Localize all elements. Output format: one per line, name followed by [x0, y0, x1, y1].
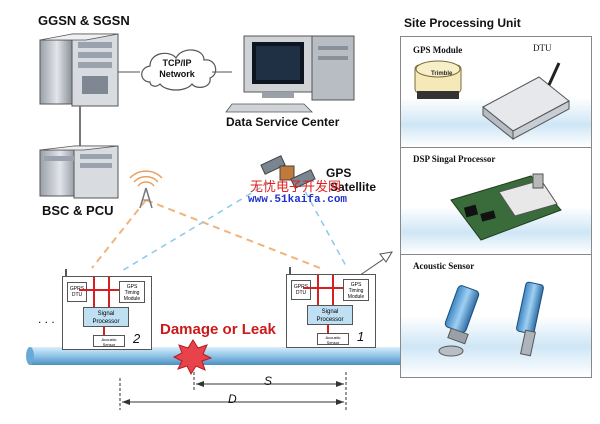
gps-satellite-icon — [260, 155, 316, 189]
site-unit-1: GPRS DTU GPS Timing Module Signal Proces… — [286, 267, 376, 348]
processor-label: Processor — [92, 319, 120, 325]
distance-s-label: S — [264, 374, 273, 388]
dsp-board-photo — [450, 173, 562, 241]
acoustic-section: Acoustic Sensor — [401, 255, 591, 377]
sensor-label: Sensor — [102, 342, 116, 347]
red-link — [303, 287, 343, 289]
acoustic-sensor-box: Acoustic Sensor — [317, 333, 349, 345]
sensor-cylinder-icon — [438, 285, 480, 357]
dsp-label: DSP Singal Processor — [413, 154, 496, 164]
red-link — [317, 275, 319, 305]
unit-antenna-icon — [65, 269, 67, 277]
gps-dtu-photo — [414, 60, 570, 141]
red-link — [79, 289, 119, 291]
gps-dtu-section: GPS Module DTU Trimble — [401, 37, 591, 148]
acoustic-sensor-photo — [438, 281, 544, 357]
red-link — [103, 327, 105, 335]
timing-label: Timing — [124, 290, 140, 296]
unit-antenna-icon — [289, 267, 291, 275]
sensor-label: Sensor — [326, 340, 340, 345]
gps-timing-box: GPS Timing Module — [343, 279, 369, 301]
ellipsis: . . . — [38, 312, 55, 326]
unit-number: 2 — [133, 331, 141, 346]
gps-satellite-label: GPS Satellite — [326, 166, 376, 194]
gps-label: GPS — [350, 282, 362, 288]
dimension-lines — [119, 372, 347, 410]
cloud-label-line2: Network — [159, 69, 195, 79]
acoustic-sensor-box: Acoustic Sensor — [93, 335, 125, 347]
watermark-cn: 无忧电子开发网 — [250, 180, 342, 195]
site-unit-2: GPRS DTU GPS Timing Module Signal Proces… — [62, 269, 152, 350]
processor-label: Processor — [316, 317, 344, 323]
dashed-links — [91, 181, 347, 273]
module-label: Module — [123, 296, 141, 302]
gps-module-label: GPS Module — [413, 45, 463, 55]
bsc-server-icon — [39, 145, 119, 199]
trimble-brand: Trimble — [431, 71, 453, 77]
gprs-label: GPRS — [69, 286, 85, 292]
tcpip-cloud-icon — [141, 49, 217, 91]
computer-icon — [225, 35, 355, 113]
red-link — [332, 275, 334, 305]
gps-satellite-label-line1: GPS — [326, 166, 352, 180]
gps-timing-box: GPS Timing Module — [119, 281, 145, 303]
gprs-label: GPRS — [293, 284, 309, 290]
dtu-label: DTU — [295, 290, 307, 296]
signal-processor-box: Signal Processor — [83, 307, 129, 327]
cloud-label-line1: TCP/IP — [162, 58, 192, 68]
gps-receiver-icon — [414, 60, 462, 99]
leak-burst-icon — [172, 339, 213, 376]
leak-label: Damage or Leak — [160, 321, 276, 338]
gps-satellite-label-line2: Satellite — [330, 180, 377, 194]
cloud-label: TCP/IP Network — [157, 58, 197, 80]
dtu-label: DTU — [533, 43, 552, 53]
dtu-device-icon — [482, 62, 570, 141]
gprs-dtu-box: GPRS DTU — [291, 280, 311, 300]
dsp-section: DSP Singal Processor — [401, 148, 591, 255]
red-link — [93, 277, 95, 307]
acoustic-sensor-label: Acoustic Sensor — [413, 261, 475, 271]
gprs-dtu-box: GPRS DTU — [67, 282, 87, 302]
dtu-label: DTU — [71, 292, 83, 298]
watermark-url: www.51kaifa.com — [248, 194, 348, 206]
signal-label: Signal — [97, 311, 115, 317]
ggsn-server-icon — [39, 33, 119, 107]
site-processing-panel: GPS Module DTU Trimble DSP Singal Proces… — [400, 36, 592, 378]
gps-label: GPS — [126, 284, 138, 290]
red-link — [108, 277, 110, 307]
acoustic-label: Acoustic — [325, 335, 341, 340]
module-label: Module — [347, 294, 365, 300]
dsc-label: Data Service Center — [226, 115, 340, 129]
timing-label: Timing — [348, 288, 364, 294]
unit-number: 1 — [357, 329, 365, 344]
signal-label: Signal — [321, 309, 339, 315]
bsc-label: BSC & PCU — [42, 203, 114, 218]
ggsn-label: GGSN & SGSN — [38, 13, 130, 28]
acoustic-label: Acoustic — [101, 337, 117, 342]
antenna-icon — [129, 170, 163, 209]
signal-processor-box: Signal Processor — [307, 305, 353, 325]
panel-title: Site Processing Unit — [404, 16, 521, 30]
sensor-probe-icon — [516, 281, 544, 357]
distance-d-label: D — [228, 392, 237, 406]
red-link — [327, 325, 329, 333]
